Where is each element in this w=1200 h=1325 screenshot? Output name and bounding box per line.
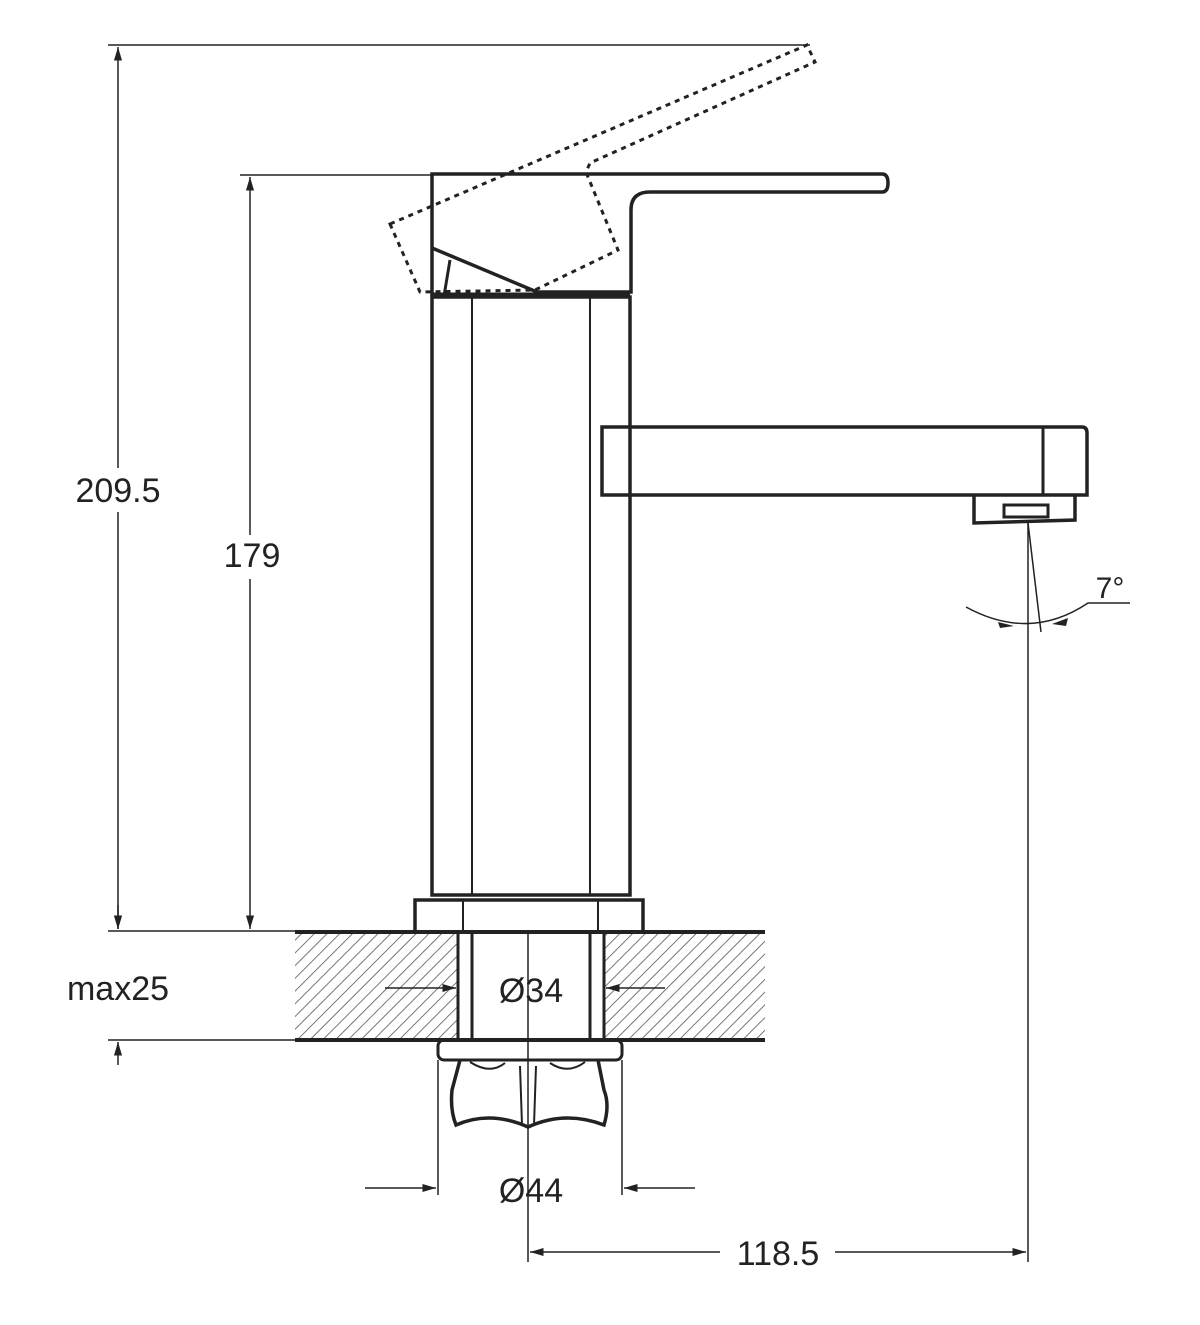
extension-lines xyxy=(108,44,810,1195)
overall-height-label: 209.5 xyxy=(75,472,160,510)
countertop-section xyxy=(295,930,765,1042)
nut-diameter-label: Ø44 xyxy=(499,1172,563,1210)
angle-arc xyxy=(965,602,1130,625)
spout-reach-label: 118.5 xyxy=(737,1235,820,1273)
dimension-lines xyxy=(113,47,1026,1257)
spout-angle-label: 7° xyxy=(1096,572,1125,605)
mounting-nut xyxy=(436,1038,624,1129)
spout xyxy=(600,425,1089,525)
body-height-label: 179 xyxy=(224,537,281,575)
spout-angle-line xyxy=(1027,522,1042,633)
faucet-body xyxy=(413,295,645,934)
lever-handle xyxy=(430,172,890,297)
hole-diameter-label: Ø34 xyxy=(499,972,563,1010)
lever-handle-open-position xyxy=(388,43,818,294)
counter-thickness-label: max25 xyxy=(67,970,169,1008)
